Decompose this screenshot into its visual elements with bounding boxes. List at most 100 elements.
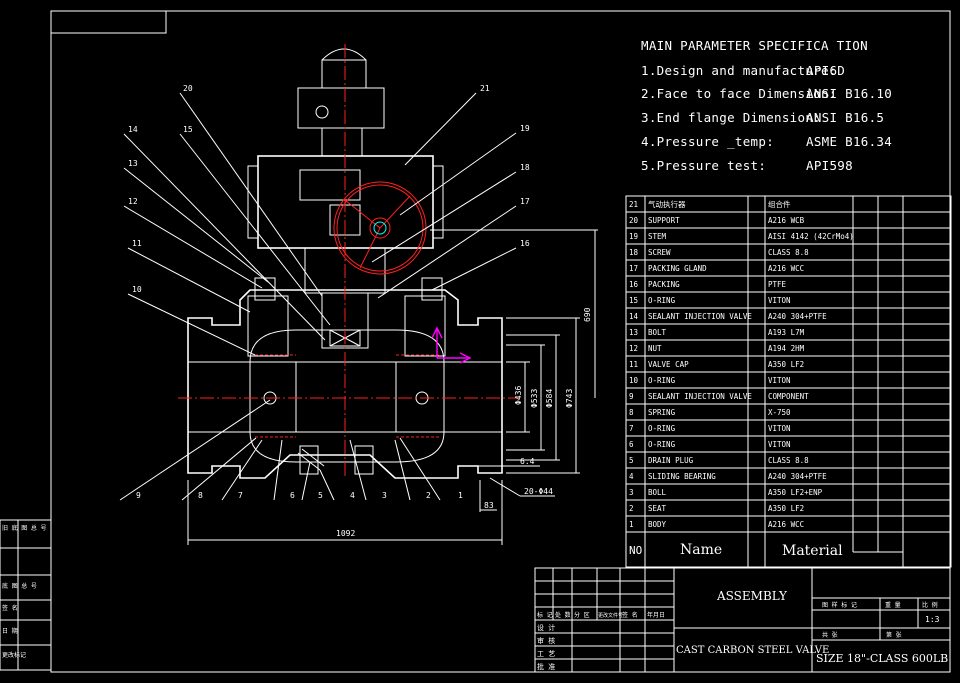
spec-value-2: ANSI B16.10 bbox=[806, 86, 892, 101]
dim-d1: Φ436 bbox=[514, 386, 523, 405]
bom-row-material: CLASS 8.8 bbox=[768, 456, 809, 465]
valve-assembly bbox=[178, 44, 520, 479]
bom-row-no: 19 bbox=[629, 232, 638, 241]
bom-row-material: A240 304+PTFE bbox=[768, 472, 827, 481]
bom-row-material: VITON bbox=[768, 376, 791, 385]
callout-number: 10 bbox=[132, 285, 142, 294]
bom-row-material: A216 WCB bbox=[768, 216, 805, 225]
tb-row-process: 工 艺 bbox=[537, 650, 555, 658]
callout-leader bbox=[179, 133, 331, 326]
bom-row-material: A216 WCC bbox=[768, 264, 804, 273]
bom-header-name: Name bbox=[680, 542, 722, 558]
bom-row-material: VITON bbox=[768, 424, 791, 433]
callout-number: 15 bbox=[183, 125, 193, 134]
bom-row-name: 气动执行器 bbox=[648, 199, 686, 209]
bom-row-material: VITON bbox=[768, 296, 791, 305]
bom-header-no: NO bbox=[629, 544, 642, 557]
callout-number: 8 bbox=[198, 491, 203, 500]
bom-row-material: A350 LF2 bbox=[768, 360, 804, 369]
bom-row-no: 12 bbox=[629, 344, 638, 353]
bom-row-material: VITON bbox=[768, 440, 791, 449]
bom-row-no: 1 bbox=[629, 520, 634, 529]
tb-assembly: ASSEMBLY bbox=[716, 589, 788, 603]
bom-row-name: O-RING bbox=[648, 296, 676, 305]
callout-number: 4 bbox=[350, 491, 355, 500]
bom-row-material: AISI 4142 (42CrMo4) bbox=[768, 232, 854, 241]
callout-number: 16 bbox=[520, 239, 530, 248]
bom-row-material: COMPONENT bbox=[768, 392, 809, 401]
dim-d3: Φ584 bbox=[545, 389, 554, 408]
tb-label-mark: 标 记 bbox=[537, 611, 553, 619]
bom-row-name: O-RING bbox=[648, 440, 676, 449]
callout-leader bbox=[123, 205, 263, 289]
bom-row-no: 8 bbox=[629, 408, 634, 417]
bom-row-material: 组合件 bbox=[768, 199, 791, 209]
bom-row-name: SCREW bbox=[648, 248, 671, 257]
callout-number: 5 bbox=[318, 491, 323, 500]
bom-row-material: A216 WCC bbox=[768, 520, 804, 529]
callout-number: 11 bbox=[132, 239, 142, 248]
callout-leader bbox=[181, 437, 257, 501]
callout-number: 7 bbox=[238, 491, 243, 500]
tb-label-sign: 签 名 bbox=[622, 611, 638, 619]
bom-row-no: 13 bbox=[629, 328, 638, 337]
bom-row-no: 7 bbox=[629, 424, 634, 433]
ucs-axis-icon bbox=[431, 326, 472, 364]
dim-raised: 83 bbox=[484, 501, 494, 510]
bom-row-name: DRAIN PLUG bbox=[648, 456, 694, 465]
callout-number: 20 bbox=[183, 84, 193, 93]
callout-number: 19 bbox=[520, 124, 530, 133]
bom-row-no: 18 bbox=[629, 248, 639, 257]
spec-label-4: 4.Pressure _temp: bbox=[641, 134, 774, 149]
dim-height: 690 bbox=[583, 307, 592, 322]
bom-header-material: Material bbox=[782, 543, 843, 559]
bom-row-material: X-750 bbox=[768, 408, 791, 417]
dim-d4: Φ743 bbox=[565, 389, 574, 408]
side-label-old: 旧 底 图 总 号 bbox=[2, 524, 46, 532]
tb-label-zone: 分 区 bbox=[574, 611, 590, 619]
bom-row-material: A193 L7M bbox=[768, 328, 805, 337]
tb-label-drawing: 图 样 标 记 bbox=[822, 601, 857, 609]
callout-leader bbox=[179, 92, 323, 297]
side-label-date: 日 期 bbox=[2, 627, 18, 635]
bom-row-name: BOLL bbox=[648, 488, 667, 497]
bom-row-name: O-RING bbox=[648, 376, 676, 385]
bom-row-no: 14 bbox=[629, 312, 639, 321]
bom-row-no: 2 bbox=[629, 504, 634, 513]
dimensions: 1092 Φ436 Φ533 Φ584 Φ743 690 6.4 20-Φ44 … bbox=[187, 229, 598, 545]
bom-row-name: O-RING bbox=[648, 424, 676, 433]
bom-row-name: SPRING bbox=[648, 408, 676, 417]
bom-row-name: SLIDING BEARING bbox=[648, 472, 716, 481]
drawing-border bbox=[50, 10, 951, 673]
callout-leader bbox=[394, 439, 411, 501]
bom-row-name: STEM bbox=[648, 232, 667, 241]
callout-number: 1 bbox=[458, 491, 463, 500]
spec-value-1: API6D bbox=[806, 63, 845, 78]
callout-leader bbox=[399, 437, 441, 501]
tb-row-check: 审 核 bbox=[537, 636, 555, 645]
callout-number: 18 bbox=[520, 163, 530, 172]
bom-row-name: PACKING GLAND bbox=[648, 264, 707, 273]
tb-label-count: 处 数 bbox=[555, 611, 571, 619]
bom-row-material: PTFE bbox=[768, 280, 787, 289]
callout-leader bbox=[127, 293, 256, 356]
callout-leader bbox=[123, 167, 269, 283]
callout-number: 6 bbox=[290, 491, 295, 500]
side-table: 旧 底 图 总 号 底 图 总 号 签 名 日 期 更改标记 bbox=[0, 519, 52, 671]
tb-scale-value: 1:3 bbox=[925, 615, 940, 624]
tb-label-sheet: 第 张 bbox=[886, 631, 902, 639]
dim-bolts: 20-Φ44 bbox=[524, 487, 553, 496]
spec-value-5: API598 bbox=[806, 158, 853, 173]
bom-row-name: VALVE CAP bbox=[648, 360, 689, 369]
side-label-sign: 签 名 bbox=[2, 604, 18, 612]
callout-leader bbox=[399, 132, 517, 216]
bom-row-no: 9 bbox=[629, 392, 634, 401]
callout-leader bbox=[119, 399, 271, 501]
callout-leader bbox=[377, 205, 517, 299]
bom-row-name: SEAT bbox=[648, 504, 667, 513]
title-block: 设 计 审 核 工 艺 批 准 标 记 处 数 分 区 更改文件号 签 名 年月… bbox=[534, 567, 951, 673]
spec-value-3: ANSI B16.5 bbox=[806, 110, 884, 125]
bom-row-name: PACKING bbox=[648, 280, 680, 289]
